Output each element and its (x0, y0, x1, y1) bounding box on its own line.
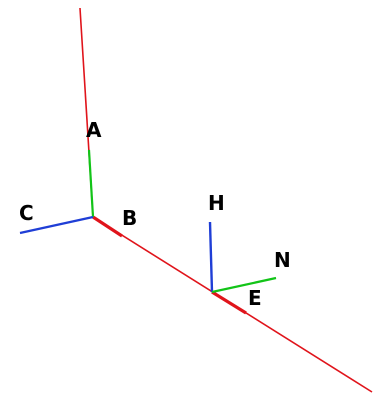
b-marker-segment (92, 215, 123, 238)
c-axis-blue (19, 215, 94, 235)
label-a: A (86, 118, 102, 142)
label-c: C (19, 201, 34, 225)
label-n: N (274, 248, 291, 272)
e-marker-segment (211, 290, 247, 315)
h-axis-blue (208, 221, 214, 293)
n-axis-green (211, 276, 277, 294)
label-e: E (248, 286, 262, 310)
label-h: H (208, 191, 225, 215)
a-axis-green (87, 149, 95, 218)
label-b: B (122, 206, 137, 230)
